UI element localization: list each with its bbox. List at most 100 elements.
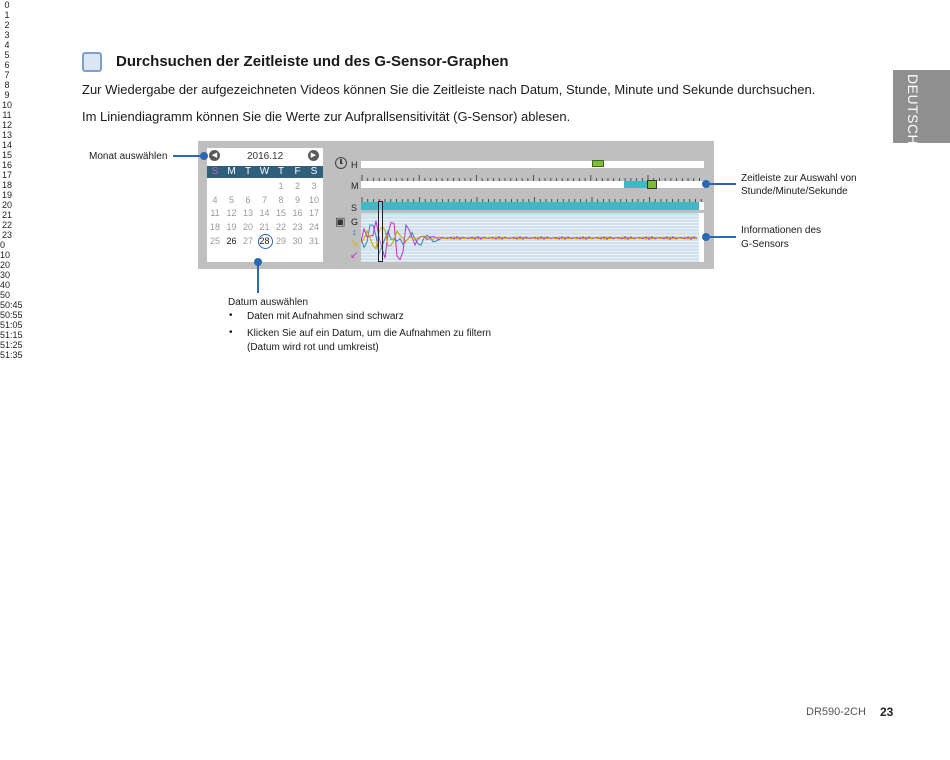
intro-paragraph-2: Im Liniendiagramm können Sie die Werte z… bbox=[82, 109, 571, 124]
prev-month-icon[interactable]: ◀ bbox=[209, 150, 220, 161]
calendar-day[interactable]: 30 bbox=[292, 235, 303, 246]
hour-tick-label: 6 bbox=[4, 60, 10, 70]
hour-tick-label: 19 bbox=[1, 190, 12, 200]
second-track[interactable] bbox=[361, 202, 699, 210]
second-tick-label: 51:05 bbox=[0, 320, 23, 330]
hour-tick-label: 21 bbox=[1, 210, 12, 220]
callout-date-bullet-2-line-1: Klicken Sie auf ein Datum, um die Aufnah… bbox=[247, 328, 492, 339]
hour-tick-label: 5 bbox=[4, 50, 10, 60]
bullet-icon: • bbox=[229, 327, 233, 338]
minute-row-label: M bbox=[351, 181, 359, 191]
minute-tick-label: 10 bbox=[0, 250, 11, 260]
minute-tick-label: 20 bbox=[0, 260, 11, 270]
hour-tick-label: 18 bbox=[1, 180, 12, 190]
weekday-header: M bbox=[227, 166, 236, 177]
minute-recorded-range bbox=[624, 181, 647, 188]
hour-tick-label: 13 bbox=[1, 130, 12, 140]
language-tab: DEUTSCH bbox=[893, 70, 950, 146]
hour-tick-label: 1 bbox=[4, 10, 10, 20]
calendar-day[interactable]: 18 bbox=[209, 222, 220, 233]
calendar-day[interactable]: 5 bbox=[228, 194, 234, 205]
calendar-day[interactable]: 21 bbox=[259, 222, 270, 233]
calendar-day[interactable]: 9 bbox=[294, 194, 300, 205]
hour-tick-label: 23 bbox=[1, 230, 12, 240]
axis-diagonal-alt-icon: ↙ bbox=[350, 250, 359, 261]
hour-row-label: H bbox=[351, 160, 358, 170]
callout-month-dot bbox=[200, 152, 208, 160]
hour-tick-label: 12 bbox=[1, 120, 12, 130]
hour-tick-label: 10 bbox=[1, 100, 12, 110]
hour-tick-label: 7 bbox=[4, 70, 10, 80]
callout-date-bullet-2-line-2: (Datum wird rot und umkreist) bbox=[247, 342, 379, 353]
second-track-end bbox=[699, 202, 704, 210]
selected-day-circle bbox=[258, 233, 273, 249]
next-month-icon[interactable]: ▶ bbox=[308, 150, 319, 161]
minute-tick-label: 40 bbox=[0, 280, 11, 290]
calendar-day[interactable]: 23 bbox=[292, 222, 303, 233]
playhead-marker[interactable] bbox=[378, 201, 383, 262]
language-tab-label: DEUTSCH bbox=[905, 74, 921, 146]
calendar-day[interactable]: 2 bbox=[294, 181, 300, 191]
gsensor-axis-line bbox=[361, 225, 698, 250]
calendar-day[interactable]: 26 bbox=[226, 235, 237, 246]
minute-selected-marker[interactable] bbox=[647, 180, 657, 189]
clock-icon bbox=[335, 157, 347, 169]
calendar-day[interactable]: 12 bbox=[226, 208, 237, 219]
hour-tick-label: 16 bbox=[1, 160, 12, 170]
axis-up-down-icon: ↕ bbox=[352, 227, 357, 237]
callout-gsensor-label-2: G-Sensors bbox=[741, 239, 789, 250]
calendar-day[interactable]: 6 bbox=[245, 194, 251, 205]
calendar-day[interactable]: 20 bbox=[242, 222, 253, 233]
footer-model: DR590-2CH bbox=[806, 706, 866, 718]
hour-tick-label: 3 bbox=[4, 30, 10, 40]
calendar-day[interactable]: 10 bbox=[308, 194, 319, 205]
hour-tick-label: 14 bbox=[1, 140, 12, 150]
second-row-label: S bbox=[351, 203, 358, 213]
hour-tick-label: 22 bbox=[1, 220, 12, 230]
calendar-day[interactable]: 3 bbox=[311, 181, 317, 191]
hour-tick-label: 4 bbox=[4, 40, 10, 50]
calendar-day[interactable]: 17 bbox=[308, 208, 319, 219]
minute-track[interactable] bbox=[361, 181, 704, 188]
callout-date-line bbox=[257, 262, 259, 293]
section-marker-icon bbox=[82, 52, 102, 72]
calendar-day[interactable]: 19 bbox=[226, 222, 237, 233]
hour-track[interactable] bbox=[361, 161, 704, 168]
callout-month-line bbox=[173, 155, 204, 157]
gsensor-row-label: G bbox=[351, 217, 359, 227]
callout-timeline-label-1: Zeitleiste zur Auswahl von bbox=[741, 173, 857, 184]
calendar-day[interactable]: 22 bbox=[275, 222, 286, 233]
calendar-day[interactable]: 24 bbox=[308, 222, 319, 233]
second-tick-label: 51:15 bbox=[0, 330, 23, 340]
calendar-day[interactable]: 27 bbox=[242, 235, 253, 246]
hour-tick-label: 15 bbox=[1, 150, 12, 160]
page-number: 23 bbox=[880, 705, 894, 719]
axis-diagonal-icon: ↘ bbox=[350, 238, 359, 249]
gsensor-graph[interactable] bbox=[361, 213, 704, 262]
calendar-day[interactable]: 13 bbox=[242, 208, 253, 219]
calendar-day[interactable]: 15 bbox=[275, 208, 286, 219]
callout-date-bullet-1: Daten mit Aufnahmen sind schwarz bbox=[247, 311, 404, 322]
calendar-day[interactable]: 31 bbox=[308, 235, 319, 246]
calendar-day[interactable]: 7 bbox=[261, 194, 267, 205]
bullet-icon: • bbox=[229, 310, 233, 321]
calendar-day[interactable]: 16 bbox=[292, 208, 303, 219]
callout-timeline-line bbox=[706, 183, 736, 185]
minute-tick-label: 0 bbox=[0, 240, 6, 250]
calendar-day[interactable]: 29 bbox=[275, 235, 286, 246]
hour-selected-marker[interactable] bbox=[591, 160, 604, 167]
calendar-day[interactable]: 4 bbox=[212, 194, 218, 205]
hour-tick-label: 9 bbox=[4, 90, 10, 100]
minute-ticks bbox=[361, 175, 700, 181]
weekday-header: T bbox=[244, 166, 252, 177]
second-tick-label: 50:45 bbox=[0, 300, 23, 310]
calendar-day[interactable]: 1 bbox=[278, 181, 284, 191]
calendar-day[interactable]: 14 bbox=[259, 208, 270, 219]
weekday-header: W bbox=[259, 166, 270, 177]
calendar-day[interactable]: 25 bbox=[209, 235, 220, 246]
calendar-day[interactable]: 11 bbox=[210, 208, 220, 219]
hour-tick-label: 11 bbox=[2, 110, 12, 120]
calendar-day[interactable]: 8 bbox=[278, 194, 284, 205]
car-icon: ▣ bbox=[335, 216, 346, 228]
